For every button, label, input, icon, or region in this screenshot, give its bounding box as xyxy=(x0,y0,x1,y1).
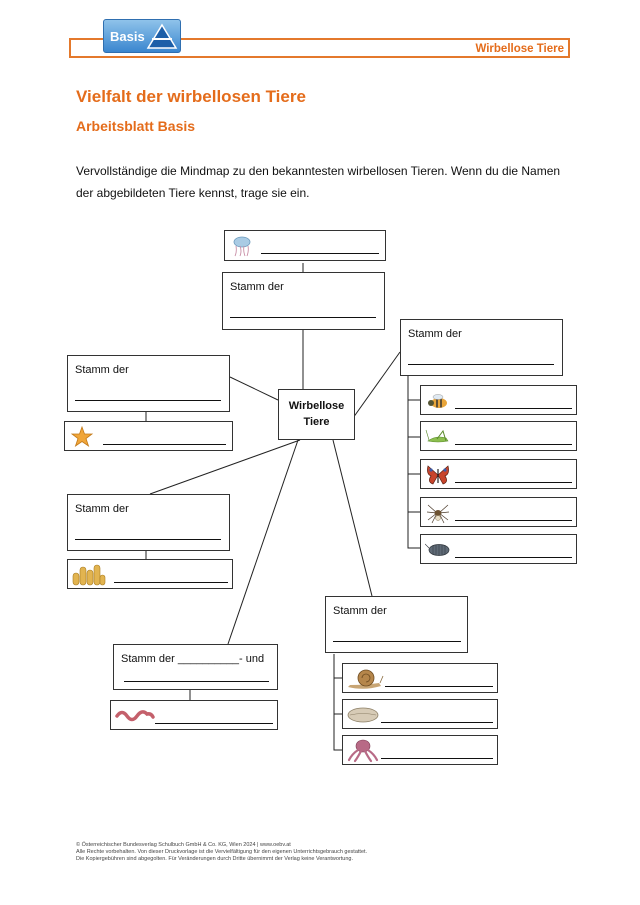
footer-line2: Alle Rechte vorbehalten. Von dieser Druc… xyxy=(76,849,368,855)
answer-line[interactable] xyxy=(114,582,228,583)
animal-box-butterfly xyxy=(420,459,577,489)
octopus-icon xyxy=(347,739,379,763)
animal-box-woodlouse xyxy=(420,534,577,564)
center-line2: Tiere xyxy=(303,416,330,428)
animal-box-sponge xyxy=(67,559,233,589)
animal-box-jellyfish xyxy=(224,230,386,261)
sponge-icon xyxy=(72,564,106,586)
logo-text: Basis xyxy=(110,29,145,44)
animal-box-bee xyxy=(420,385,577,415)
starfish-icon xyxy=(70,426,94,448)
animal-box-starfish xyxy=(64,421,233,451)
answer-line[interactable] xyxy=(385,686,493,687)
woodlouse-icon xyxy=(425,543,450,556)
stamm-box-top: Stamm der xyxy=(222,272,385,330)
mussel-icon xyxy=(347,707,379,723)
header-bar xyxy=(69,38,570,58)
answer-line[interactable] xyxy=(455,408,572,409)
center-node: Wirbellose Tiere xyxy=(278,389,355,440)
bee-icon xyxy=(428,394,447,408)
instructions: Vervollständige die Mindmap zu den bekan… xyxy=(76,164,561,200)
topic-label: Wirbellose Tiere xyxy=(475,43,564,55)
stamm-und-label: Stamm der __________- und xyxy=(121,653,265,665)
answer-line[interactable] xyxy=(124,681,269,682)
animal-box-octopus xyxy=(342,735,498,765)
footer-line1: © Österreichischer Bundesverlag Schulbuc… xyxy=(76,842,291,848)
answer-line[interactable] xyxy=(455,482,572,483)
grasshopper-icon xyxy=(425,429,449,443)
page-title: Vielfalt der wirbellosen Tiere xyxy=(76,87,306,106)
footer-line3: Die Kopiergebühren sind abgegolten. Für … xyxy=(76,856,354,862)
footer: © Österreichischer Bundesverlag Schulbuc… xyxy=(76,842,367,863)
center-line1: Wirbellose xyxy=(288,400,345,412)
stamm-label: Stamm der xyxy=(230,281,284,293)
stamm-label: Stamm der xyxy=(333,605,387,617)
answer-line[interactable] xyxy=(455,520,572,521)
triangle-logo-icon xyxy=(146,23,178,49)
answer-line[interactable] xyxy=(455,557,572,558)
jellyfish-icon xyxy=(233,236,251,257)
answer-line[interactable] xyxy=(75,400,221,401)
answer-line[interactable] xyxy=(75,539,221,540)
stamm-box-left-top: Stamm der xyxy=(67,355,230,412)
stamm-label: Stamm der xyxy=(75,364,129,376)
answer-line[interactable] xyxy=(261,253,379,254)
answer-line[interactable] xyxy=(230,317,376,318)
animal-box-worm xyxy=(110,700,278,730)
stamm-label: Stamm der xyxy=(75,503,129,515)
answer-line[interactable] xyxy=(155,723,273,724)
snail-icon xyxy=(348,669,384,689)
animal-box-spider xyxy=(420,497,577,527)
stamm-box-left-middle: Stamm der xyxy=(67,494,230,551)
answer-line[interactable] xyxy=(381,758,493,759)
butterfly-icon xyxy=(427,465,449,485)
animal-box-mussel xyxy=(342,699,498,729)
page-subtitle: Arbeitsblatt Basis xyxy=(76,118,196,134)
stamm-box-bottom-right: Stamm der xyxy=(325,596,468,653)
animal-box-snail xyxy=(342,663,498,693)
spider-icon xyxy=(426,504,450,524)
stamm-label: Stamm der xyxy=(408,328,462,340)
answer-line[interactable] xyxy=(455,444,572,445)
answer-line[interactable] xyxy=(381,722,493,723)
basis-logo: Basis xyxy=(103,19,181,53)
answer-line[interactable] xyxy=(408,364,554,365)
worm-icon xyxy=(115,710,155,722)
stamm-box-right: Stamm der xyxy=(400,319,563,376)
stamm-box-bottom-left: Stamm der __________- und xyxy=(113,644,278,690)
answer-line[interactable] xyxy=(103,444,226,445)
answer-line[interactable] xyxy=(333,641,461,642)
animal-box-grasshopper xyxy=(420,421,577,451)
